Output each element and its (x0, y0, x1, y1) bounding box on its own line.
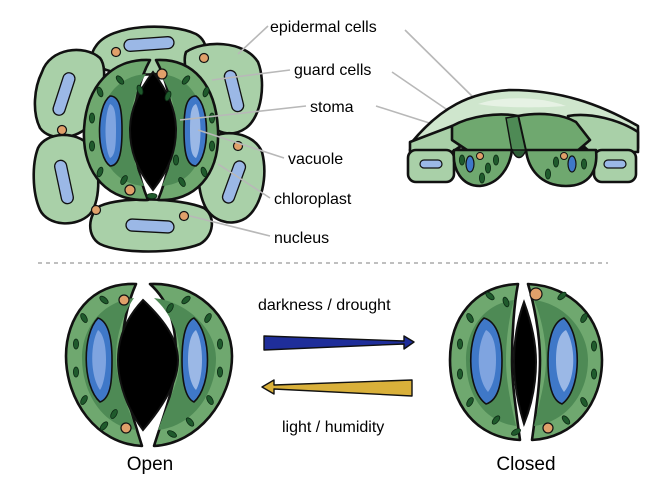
stoma-pore (128, 70, 178, 192)
caption-closed: Closed (496, 454, 555, 475)
label-nucleus: nucleus (274, 230, 329, 247)
stoma-pore-open (116, 298, 180, 432)
arrow-to-closed (263, 335, 415, 351)
nucleus (110, 46, 122, 58)
label-vacuole: vacuole (288, 151, 343, 168)
epidermal-vacuole (123, 36, 175, 52)
open-stoma (64, 282, 234, 448)
closed-stoma (448, 282, 604, 442)
nucleus (90, 204, 102, 216)
nucleus (198, 52, 210, 64)
epidermal-vacuole (223, 69, 245, 113)
arrow-to-open (261, 379, 413, 397)
label-guard-cells: guard cells (294, 62, 371, 79)
nucleus (156, 68, 168, 80)
guard-cells (82, 58, 220, 202)
epidermal-vacuole (221, 160, 247, 204)
labels: epidermal cells guard cells stoma vacuol… (270, 19, 377, 247)
label-epidermal-cells: epidermal cells (270, 19, 377, 36)
label-darkness-drought: darkness / drought (258, 297, 391, 314)
cross-section-view (406, 88, 640, 188)
nucleus (529, 287, 543, 301)
face-view-stoma (32, 25, 266, 253)
nucleus (118, 294, 130, 306)
stoma-pore-closed (512, 299, 538, 428)
caption-open: Open (127, 454, 173, 475)
label-stoma: stoma (310, 99, 354, 116)
transition-arrows: darkness / drought light / humidity (258, 297, 415, 436)
nucleus (124, 184, 136, 196)
epidermal-vacuole (125, 218, 175, 234)
label-light-humidity: light / humidity (282, 419, 384, 436)
nucleus (56, 124, 68, 136)
nucleus (542, 422, 554, 434)
label-chloroplast: chloroplast (274, 191, 352, 208)
nucleus (120, 422, 132, 434)
epidermal-vacuole (52, 72, 76, 116)
nucleus (178, 210, 190, 222)
epidermal-vacuole (54, 159, 74, 205)
